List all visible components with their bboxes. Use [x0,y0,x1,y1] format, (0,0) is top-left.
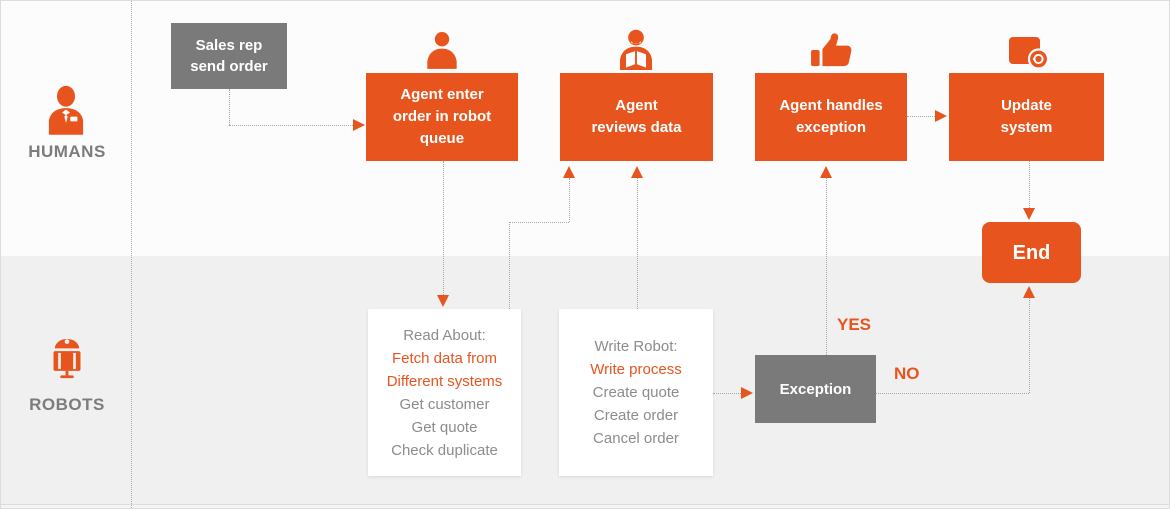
list-item: Read About: [403,326,486,344]
connector-write-to-exception [713,393,741,394]
arrowhead-icon [631,166,643,178]
node-exception: Exception [755,355,876,423]
arrowhead-icon [1023,286,1035,298]
robot-icon [49,333,85,385]
connector-read-to-reviews [509,222,510,309]
list-item: Write Robot: [594,338,678,355]
connector-sales-to-enter [229,89,230,125]
node-update-system: Update system [949,73,1104,161]
list-item: Create order [593,407,679,424]
connector-exception-yes [826,178,827,355]
node-agent-reviews-data: Agent reviews data [560,73,713,161]
connector-handles-to-update [907,116,935,117]
person-icon [424,31,460,74]
connector-sales-to-enter [229,125,353,126]
read-about-card: Read About: Fetch data from Different sy… [368,309,521,476]
connector-read-to-reviews [569,178,570,222]
arrowhead-icon [437,295,449,307]
connector-enter-to-read [443,161,444,295]
write-robot-card: Write Robot: Write process Create quote … [559,309,713,476]
node-agent-handles-exception: Agent handles exception [755,73,907,161]
arrowhead-icon [741,387,753,399]
arrowhead-icon [1023,208,1035,220]
yes-label: YES [837,315,872,334]
wallet-sync-icon [1006,36,1050,74]
businessman-icon [47,85,85,140]
arrowhead-icon [820,166,832,178]
list-item: Fetch data from [391,349,498,367]
reading-person-icon [615,29,657,75]
node-sales-rep-send-order: Sales rep send order [171,23,287,89]
node-agent-enter-order: Agent enter order in robot queue [366,73,518,161]
thumbs-up-icon [807,30,855,73]
robots-lane-label: ROBOTS [29,395,105,414]
list-item: Create quote [592,384,680,401]
list-item: Different systems [386,372,503,390]
connector-update-to-end [1029,161,1030,208]
connector-write-to-reviews [637,178,638,309]
node-end: End [982,222,1081,283]
no-label: NO [894,364,920,383]
lane-header-divider [131,1,132,508]
list-item: Check duplicate [391,441,498,459]
bottom-margin-strip [1,504,1169,508]
list-item: Get quote [411,418,478,436]
connector-read-to-reviews [509,222,569,223]
connector-exception-no [1029,298,1030,393]
connector-exception-no [876,393,1029,394]
arrowhead-icon [353,119,365,131]
list-item: Get customer [399,395,490,413]
arrowhead-icon [935,110,947,122]
arrowhead-icon [563,166,575,178]
list-item: Cancel order [593,430,679,447]
humans-lane-label: HUMANS [28,142,106,161]
list-item: Write process [590,361,682,378]
